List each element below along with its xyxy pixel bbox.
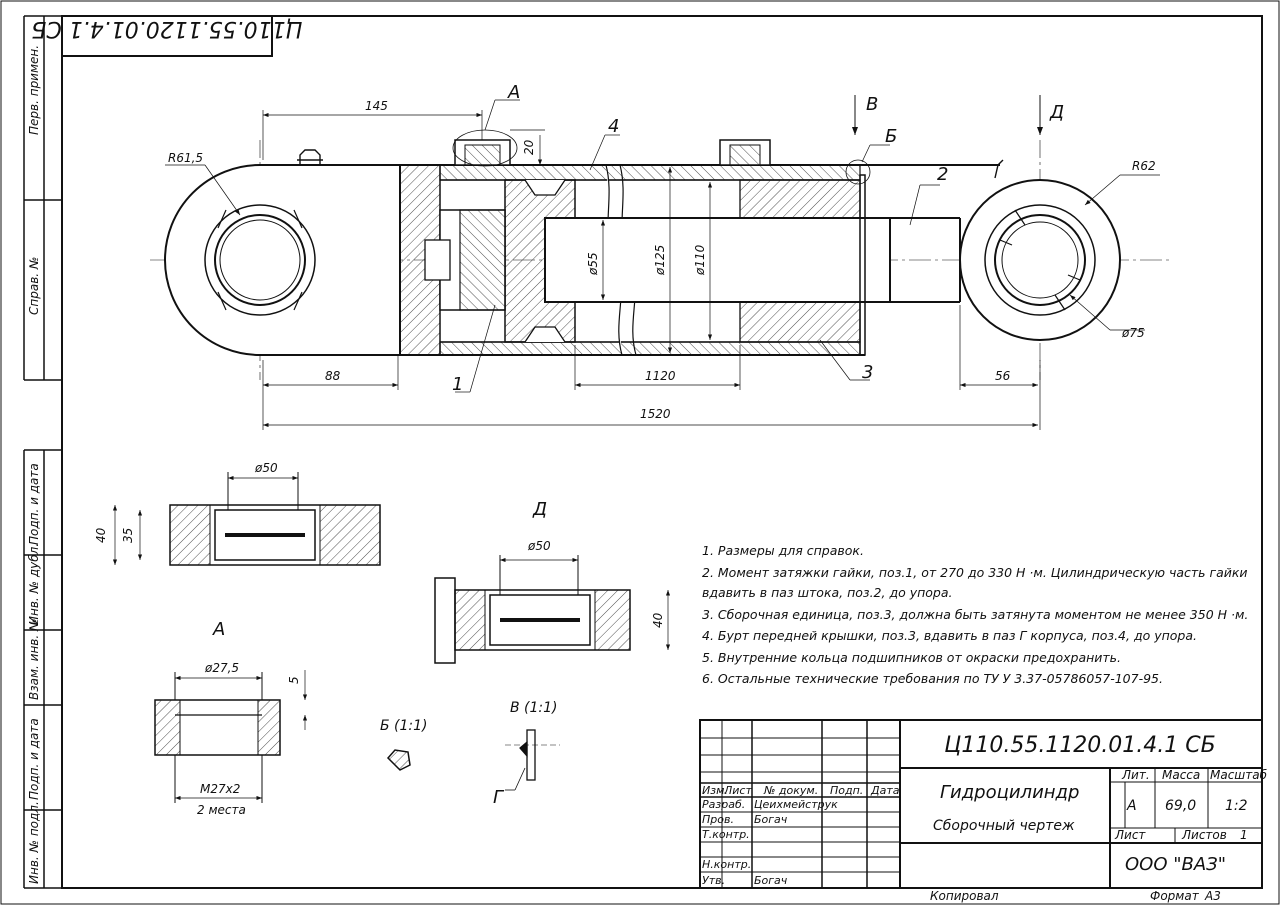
label-g: Г (493, 787, 505, 808)
stamp-vzam-inv: Взам. инв. № (27, 619, 41, 700)
lit-value: А (1126, 798, 1137, 814)
dim-1120: 1120 (645, 369, 676, 383)
label-b: Б (885, 126, 897, 147)
a-2mesta: 2 места (197, 803, 246, 817)
main-cylinder-view (150, 129, 1170, 380)
note-line: 1. Размеры для справок. (702, 543, 864, 558)
port-detail-a (154, 670, 308, 803)
view-v-title: В (1:1) (510, 700, 558, 716)
note-line: 4. Бурт передней крышки, поз.3, вдавить … (702, 628, 1197, 643)
listov-value: 1 (1240, 828, 1248, 842)
title-block (699, 719, 1263, 889)
main-dimensions (165, 95, 1160, 430)
note-line: 2. Момент затяжки гайки, поз.1, от 270 д… (702, 565, 1248, 580)
dim-d125: ø125 (653, 245, 667, 276)
dim-d55: ø55 (586, 252, 600, 276)
organization: ООО "ВАЗ" (1125, 854, 1226, 875)
note-line: 6. Остальные технические требования по Т… (702, 671, 1163, 686)
label-d: Д (1049, 102, 1064, 123)
h-lit: Лит. (1121, 768, 1150, 782)
dim-d110: ø110 (693, 244, 707, 276)
h-massa: Масса (1162, 768, 1200, 782)
stamp-sprav-no: Справ. № (27, 257, 41, 315)
dim-1520: 1520 (640, 407, 671, 421)
left-d50: ø50 (254, 461, 278, 475)
dim-r615: R61,5 (168, 151, 203, 165)
listov-label: Листов (1181, 828, 1227, 842)
list-label: Лист (1114, 828, 1146, 842)
d-40: 40 (651, 612, 665, 628)
row-tkontr: Т.контр. (702, 828, 750, 841)
format-label: Формат (1150, 889, 1200, 903)
pos-4: 4 (608, 116, 619, 137)
pos-3: 3 (862, 362, 873, 383)
a-5: 5 (287, 676, 301, 684)
a-m27: М27х2 (200, 782, 240, 796)
pos-1: 1 (452, 374, 463, 395)
kopiroval: Копировал (930, 889, 999, 903)
utv-name: Богач (754, 874, 788, 887)
stamp-perv-primen: Перв. примен. (27, 45, 41, 135)
dim-56: 56 (995, 369, 1011, 383)
title-code: Ц110.55.1120.01.4.1 СБ (944, 733, 1215, 758)
stamp-inv-podl: Инв. № подл. (27, 801, 41, 884)
title-name: Гидроцилиндр (940, 782, 1079, 803)
stamp-inv-dubl: Инв. № дубл. (27, 543, 41, 625)
label-v: В (866, 94, 878, 115)
col-ndokum: № докум. (763, 784, 818, 797)
col-podp: Подп. (830, 784, 863, 797)
view-d-title: Д (532, 499, 547, 520)
note-line: 3. Сборочная единица, поз.3, должна быть… (702, 607, 1248, 622)
note-line: вдавить в паз штока, поз.2, до упора. (702, 585, 953, 600)
col-data: Дата (870, 784, 900, 797)
note-line: 5. Внутренние кольца подшипников от окра… (702, 650, 1121, 665)
row-nkontr: Н.контр. (702, 858, 751, 871)
razrab-name: Цеихмейструк (754, 798, 838, 811)
view-b-title: Б (1:1) (380, 718, 428, 734)
row-razrab: Разраб. (702, 798, 745, 811)
detail-b-and-v (386, 729, 560, 791)
col-izm: Изм. (702, 784, 728, 797)
label-a: А (507, 82, 520, 103)
stamp-podp-data-2: Подп. и дата (27, 718, 41, 800)
dim-88: 88 (325, 369, 341, 383)
left-35: 35 (121, 528, 135, 543)
dim-145: 145 (365, 99, 388, 113)
bearing-detail-d (434, 555, 671, 664)
d-d50: ø50 (527, 539, 551, 553)
row-prov: Пров. (702, 813, 734, 826)
bearing-detail-left (112, 472, 381, 566)
a-d275: ø27,5 (204, 661, 239, 675)
dim-20: 20 (522, 139, 536, 155)
format-value: А3 (1204, 889, 1221, 903)
technical-notes: 1. Размеры для справок. 2. Момент затяжк… (702, 543, 1248, 686)
left-40: 40 (94, 527, 108, 543)
h-masshtab: Масштаб (1210, 768, 1268, 782)
view-a-title: А (212, 619, 225, 640)
dim-d75: ø75 (1121, 326, 1145, 340)
drawing-code-rotated: Ц110.55.1120.01.4.1 СБ (31, 16, 302, 41)
stamp-podp-data-1: Подп. и дата (27, 463, 41, 545)
masshtab-value: 1:2 (1225, 798, 1248, 814)
pos-2: 2 (937, 164, 948, 185)
title-doc-type: Сборочный чертеж (933, 818, 1075, 834)
col-list: Лист (723, 784, 752, 797)
dim-r62: R62 (1132, 159, 1156, 173)
row-utv: Утв. (702, 874, 725, 887)
prov-name: Богач (754, 813, 788, 826)
massa-value: 69,0 (1165, 798, 1196, 814)
